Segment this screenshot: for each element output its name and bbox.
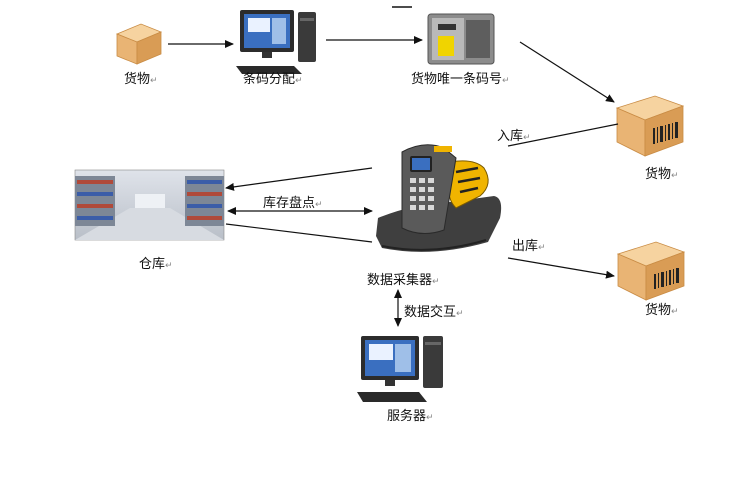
barcode-scanner-icon	[376, 144, 502, 252]
data-exchange-label: 数据交互↵	[404, 304, 464, 320]
line-warehouse-to-scanner	[225, 223, 373, 243]
goods-source-box-icon	[115, 23, 163, 65]
arrow-scanner-to-warehouse	[225, 167, 373, 191]
outbound-label: 出库↵	[512, 238, 546, 254]
barcode-assign-label: 条码分配↵	[243, 71, 303, 87]
unique-barcode-label: 货物唯一条码号↵	[411, 71, 510, 87]
warehouse-label: 仓库↵	[139, 256, 173, 272]
inbound-label: 入库↵	[497, 128, 531, 144]
arrow-outbound	[507, 257, 615, 279]
barcode-assign-computer-icon	[236, 10, 316, 74]
goods-out-label: 货物↵	[645, 302, 679, 318]
goods-in-box-icon	[615, 95, 685, 157]
server-computer-icon	[357, 336, 443, 402]
barcode-printer-icon	[427, 13, 495, 65]
inventory-label: 库存盘点↵	[263, 195, 323, 211]
server-label: 服务器↵	[387, 408, 434, 424]
data-collector-label: 数据采集器↵	[367, 272, 440, 288]
arrow-barcode-to-goods	[519, 41, 615, 103]
warehouse-photo-icon	[74, 169, 225, 241]
arrow-inbound	[507, 123, 619, 147]
goods-source-label: 货物↵	[124, 71, 158, 87]
goods-out-box-icon	[616, 241, 686, 301]
goods-in-label: 货物↵	[645, 166, 679, 182]
